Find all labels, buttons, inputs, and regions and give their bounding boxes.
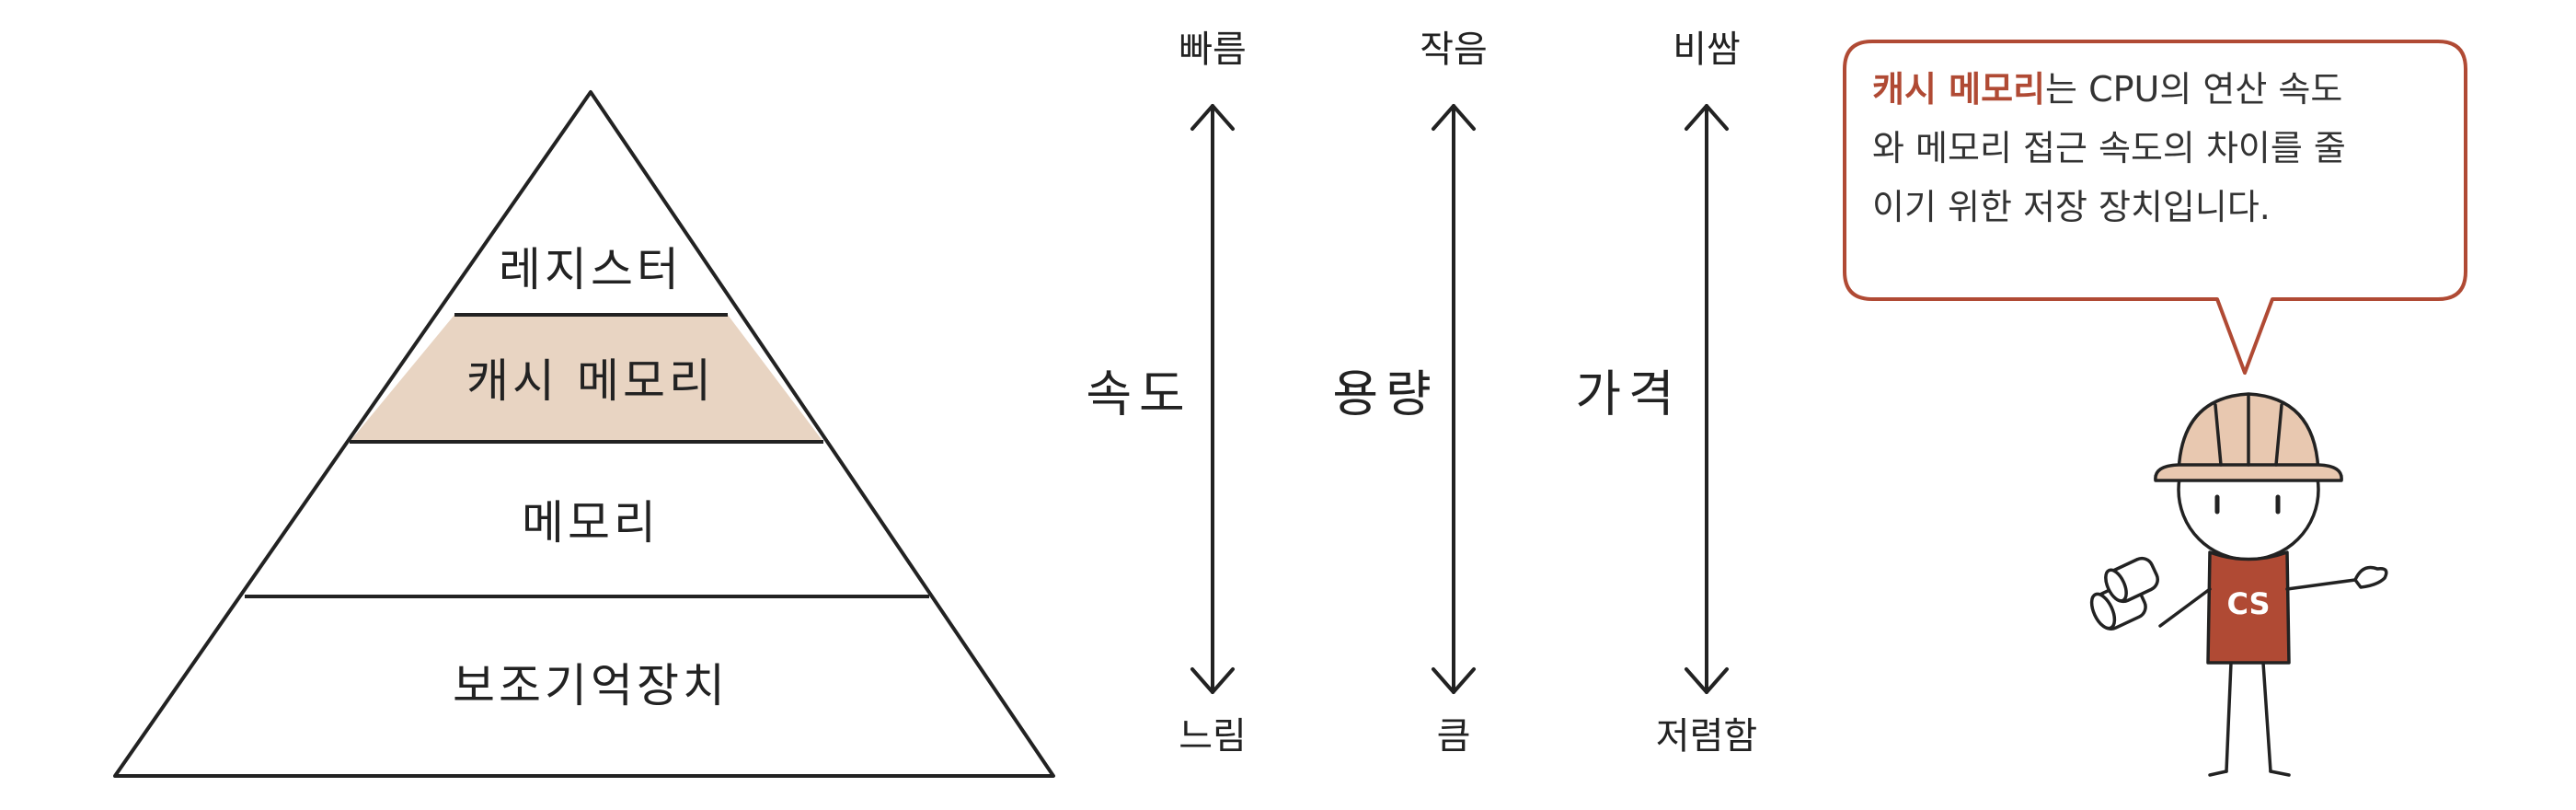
pyramid-level-secondary-storage: 보조기억장치 [453,659,729,712]
pyramid-level-memory: 메모리 [522,496,660,550]
bubble-line-1-rest: 는 CPU의 연산 속도 [2045,69,2343,110]
bubble-line-2: 와 메모리 접근 속도의 차이를 줄 [1872,128,2346,168]
capacity-bottom-label: 큼 [1436,715,1471,758]
pyramid-level-register: 레지스터 [499,243,683,296]
speech-bubble [1843,40,2467,375]
pyramid-highlight-band [350,315,823,442]
price-bottom-label: 저렴함 [1655,715,1758,758]
price-arrow [1685,104,1729,694]
cs-character [2089,392,2388,777]
bubble-line-3: 이기 위한 저장 장치입니다. [1872,187,2271,227]
speed-arrow [1190,104,1235,694]
capacity-axis-label: 용량 [1332,347,1439,432]
speed-bottom-label: 느림 [1179,715,1247,758]
pyramid-level-cache-memory: 캐시 메모리 [466,354,715,408]
hand-icon [2353,565,2388,589]
price-axis-label: 가격 [1575,347,1682,432]
cs-shirt [2206,550,2291,665]
speed-top-label: 빠름 [1179,29,1247,71]
scroll-icon [2089,556,2159,631]
bubble-line-1: 캐시 메모리는 CPU의 연산 속도 [1872,60,2443,119]
speech-bubble-text: 캐시 메모리는 CPU의 연산 속도 와 메모리 접근 속도의 차이를 줄 이기… [1872,60,2443,237]
capacity-top-label: 작음 [1420,29,1488,71]
price-top-label: 비쌈 [1673,29,1741,71]
capacity-arrow [1432,104,1476,694]
speed-axis-label: 속도 [1086,347,1192,432]
cs-shirt-label: CS [2226,586,2271,621]
bubble-highlight-term: 캐시 메모리 [1872,69,2046,110]
pyramid-outline [113,90,1055,778]
